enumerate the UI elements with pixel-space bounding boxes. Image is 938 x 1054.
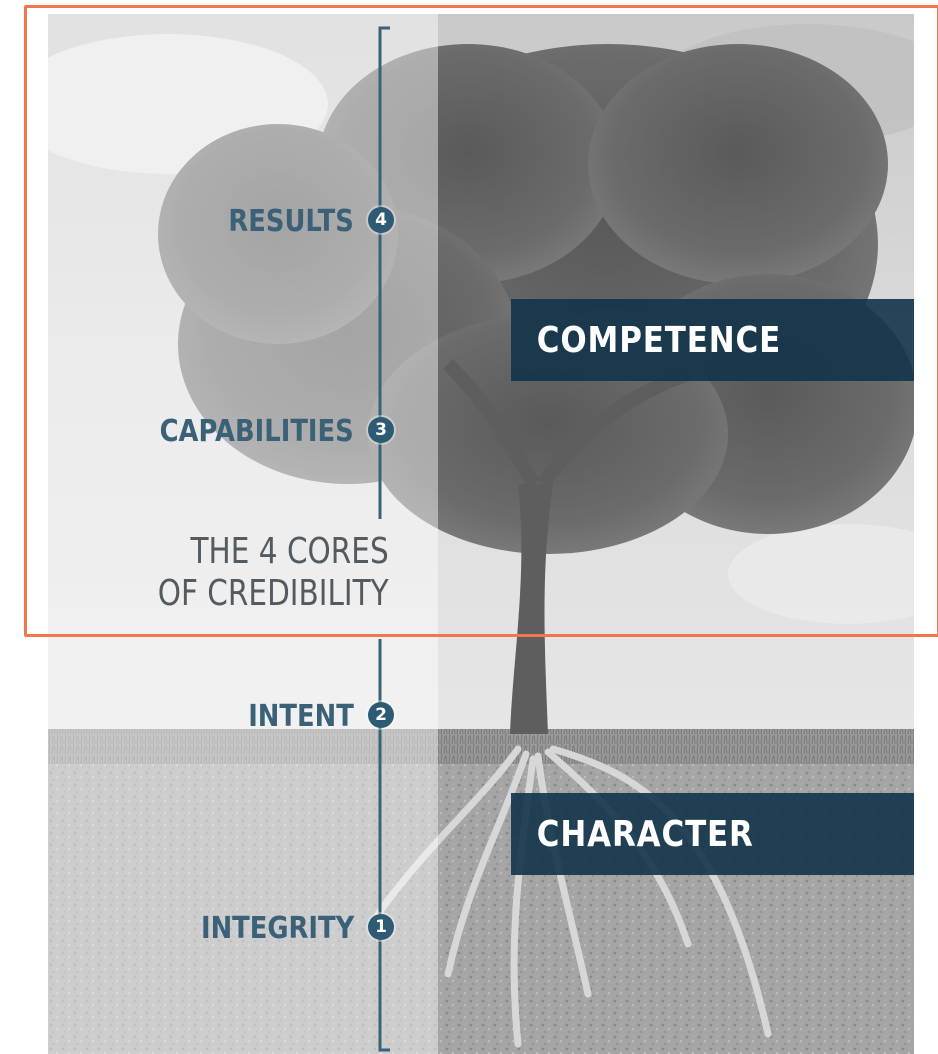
character-label: CHARACTER — [536, 813, 754, 855]
core-number-1-badge: 1 — [368, 914, 394, 940]
core-number-2-badge: 2 — [368, 702, 394, 728]
core-number-4-badge: 4 — [368, 207, 394, 233]
character-band: CHARACTER — [511, 793, 914, 875]
core-label-integrity: INTEGRITY — [200, 911, 354, 946]
core-number-3-badge: 3 — [368, 417, 394, 443]
core-label-intent: INTENT — [248, 699, 354, 734]
diagram-title: THE 4 CORES OF CREDIBILITY — [158, 531, 389, 615]
tree-background — [48, 14, 914, 1054]
tree-illustration: RESULTS 4 CAPABILITIES 3 INTENT 2 INTEGR… — [48, 14, 914, 1054]
competence-label: COMPETENCE — [536, 319, 782, 361]
core-label-capabilities: CAPABILITIES — [159, 414, 354, 449]
diagram-title-line-2: OF CREDIBILITY — [158, 573, 389, 614]
competence-band: COMPETENCE — [511, 299, 914, 381]
diagram-title-line-1: THE 4 CORES — [190, 531, 389, 572]
core-label-results: RESULTS — [228, 204, 354, 239]
